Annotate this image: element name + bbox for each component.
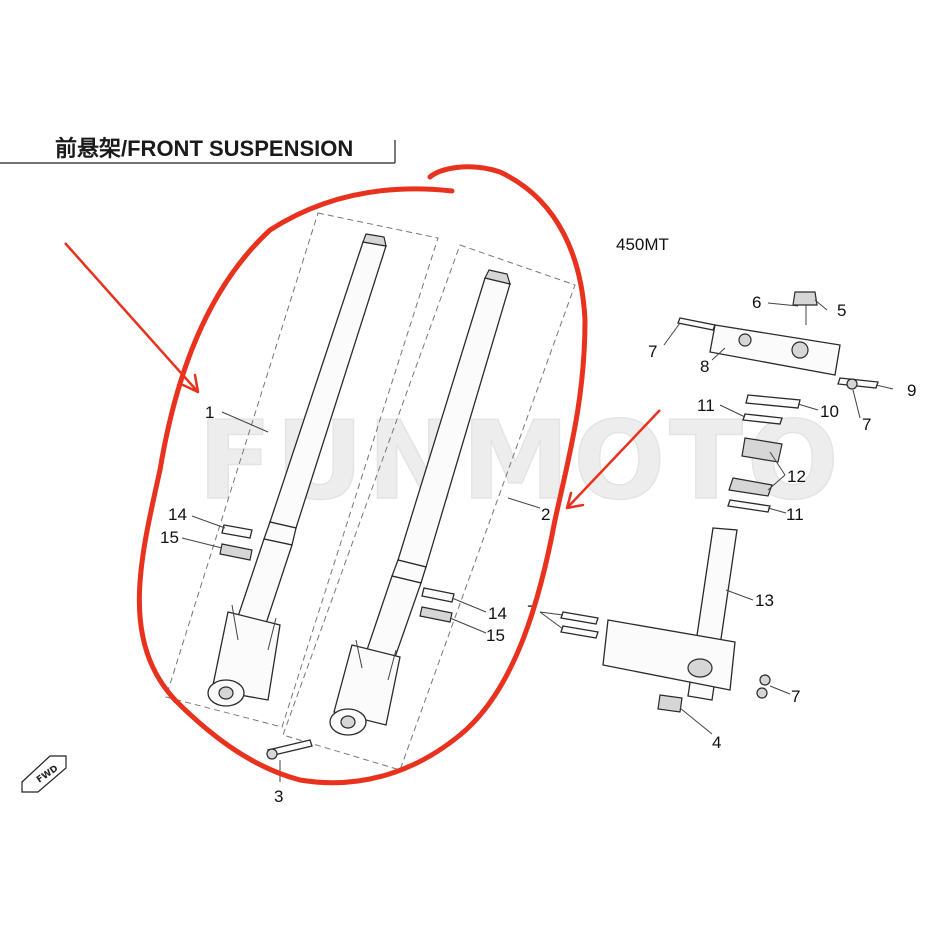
callout-6: 6: [752, 293, 761, 312]
left-fork-leg: [207, 233, 387, 707]
callout-10: 10: [820, 402, 839, 421]
callout-12: 12: [787, 467, 806, 486]
right-fork-frame: [282, 244, 576, 771]
callout-14-right: 14: [488, 604, 507, 623]
model-label: 450MT: [616, 235, 669, 254]
left-fork-frame: [165, 212, 439, 728]
callout-11-bottom: 11: [786, 505, 804, 524]
steering-assembly: [560, 291, 879, 713]
title-block: 前悬架/FRONT SUSPENSION: [0, 136, 396, 164]
callout-7-bottom-right: 7: [791, 687, 800, 706]
callout-9: 9: [907, 381, 916, 400]
callout-3: 3: [274, 787, 283, 806]
callout-5: 5: [837, 301, 846, 320]
red-arrow-right: [565, 409, 661, 510]
callout-15-left: 15: [160, 528, 179, 547]
callout-2: 2: [541, 505, 550, 524]
red-annotations: [64, 164, 661, 786]
red-arrow-left: [64, 242, 200, 394]
fwd-badge: FWD: [21, 755, 67, 793]
callout-numbers: 1 2 3 4 5 6 7 7 7 7 8 9 10 11 11 12 13 1…: [160, 293, 916, 806]
seal-parts: [219, 524, 455, 623]
page-title: 前悬架/FRONT SUSPENSION: [55, 136, 353, 161]
callout-7-top-left: 7: [648, 342, 657, 361]
right-fork-leg: [329, 269, 511, 736]
callout-15-right: 15: [486, 626, 505, 645]
callout-7-top-right: 7: [862, 415, 871, 434]
callout-11-top: 11: [697, 396, 715, 415]
axle-bolt: [266, 739, 313, 760]
callout-4: 4: [712, 733, 721, 752]
callout-8: 8: [700, 357, 709, 376]
callout-1: 1: [205, 403, 214, 422]
callout-14-left: 14: [168, 505, 187, 524]
leader-lines: [181, 299, 894, 782]
red-highlight-circle: [136, 164, 588, 786]
callout-13: 13: [755, 591, 774, 610]
